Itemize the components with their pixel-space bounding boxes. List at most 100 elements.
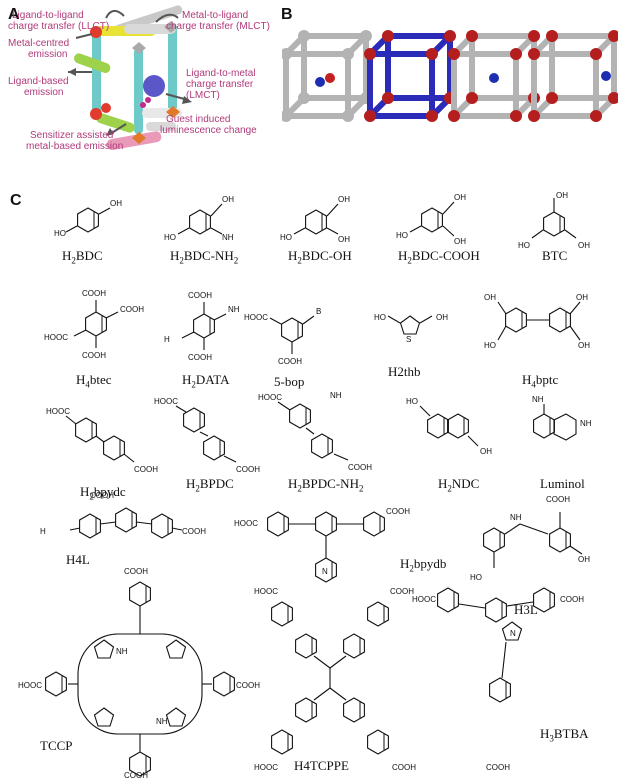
panel-a-cube-diagram: Ligand-to-ligand charge transfer (LLCT) … [8,5,270,152]
struct-h2bdc-nh2 [177,203,223,235]
label-h2bpydc: H2bpydc [80,484,126,502]
struct-h2bdc-cooh [409,201,455,237]
label-h4bptc: H4bptc [522,372,559,390]
svg-text:B: B [316,307,321,316]
svg-text:OH: OH [556,191,568,200]
struct-h2bpdc-nh2 [277,401,349,461]
annot-lmct-1: Ligand-to-metal [186,68,255,79]
svg-text:HOOC: HOOC [258,393,282,402]
label-h2data: H2DATA [182,372,230,390]
svg-text:COOH: COOH [82,351,106,360]
svg-text:COOH: COOH [546,495,570,504]
svg-text:OH: OH [338,195,350,204]
svg-text:COOH: COOH [182,527,206,536]
struct-luminol [533,404,577,441]
annot-lmct-2: charge transfer [186,79,254,90]
panel-letter-c: C [10,192,22,209]
cube-rods [73,5,183,151]
svg-text:HO: HO [54,229,66,238]
svg-text:COOH: COOH [486,763,510,772]
svg-text:HO: HO [470,573,482,582]
svg-text:COOH: COOH [120,305,144,314]
annot-lmct-3: (LMCT) [186,90,220,101]
annot-sens-1: Sensitizer assisted [30,130,113,141]
svg-text:OH: OH [578,341,590,350]
svg-text:COOH: COOH [82,289,106,298]
label-h2bpdc-nh2: H2BPDC-NH2 [288,476,364,494]
struct-h2ndc [419,405,479,447]
panel-a-annotations: Ligand-to-ligand charge transfer (LLCT) … [8,10,270,152]
svg-text:NH: NH [222,233,234,242]
svg-text:HOOC: HOOC [234,519,258,528]
svg-text:COOH: COOH [390,587,414,596]
svg-text:COOH: COOH [348,463,372,472]
svg-text:COOH: COOH [90,491,114,500]
label-h2ndc: H2NDC [438,476,480,494]
struct-btc [531,198,577,239]
struct-h2bpdc [175,405,237,463]
label-h4btec: H4btec [76,372,112,390]
struct-h4tcppe [271,601,389,755]
svg-text:H: H [40,527,46,536]
struct-h2bpydb [267,511,385,583]
struct-h2data [181,302,227,350]
svg-text:NH: NH [156,717,168,726]
cube-arrowheads [68,68,192,136]
svg-text:HOOC: HOOC [44,333,68,342]
annot-mc-1: Metal-centred [8,38,69,49]
svg-text:OH: OH [222,195,234,204]
svg-text:NH: NH [580,419,592,428]
svg-text:OH: OH [436,313,448,322]
atom-labels: HO OH HO OH NH HO OH OH HO OH OH OH HO O… [18,191,592,779]
svg-text:OH: OH [454,237,466,246]
svg-text:H: H [164,335,170,344]
struct-h2bdc [65,207,111,233]
annot-lb-1: Ligand-based [8,76,69,87]
svg-text:N: N [322,567,328,576]
annot-mc-2: emission [28,49,67,60]
lattice-2 [364,30,456,122]
svg-text:COOH: COOH [386,507,410,516]
svg-text:NH: NH [116,647,128,656]
svg-text:HO: HO [164,233,176,242]
svg-text:HOOC: HOOC [412,595,436,604]
svg-text:NH: NH [330,391,342,400]
svg-text:HOOC: HOOC [254,587,278,596]
annot-lb-2: emission [24,87,63,98]
panel-b-lattices [282,30,618,122]
svg-text:OH: OH [480,447,492,456]
svg-text:COOH: COOH [124,567,148,576]
lattice-4 [528,30,618,122]
svg-text:HOOC: HOOC [18,681,42,690]
annot-guest-2: luminescence change [160,125,257,136]
label-h2bdc-oh: H2BDC-OH [288,248,352,266]
label-h3l: H3L [514,602,538,617]
annot-llct-1: Ligand-to-ligand [12,10,84,21]
svg-text:COOH: COOH [278,357,302,366]
label-btc: BTC [542,248,568,263]
svg-text:OH: OH [454,193,466,202]
label-h4tcppe: H4TCPPE [294,758,349,773]
svg-text:OH: OH [110,199,122,208]
svg-text:NH: NH [228,305,240,314]
label-h4l: H4L [66,552,90,567]
svg-text:HOOC: HOOC [254,763,278,772]
svg-text:COOH: COOH [392,763,416,772]
svg-text:HO: HO [518,241,530,250]
svg-text:N: N [510,629,516,638]
annot-llct-2: charge transfer (LLCT) [8,21,109,32]
lattice-3 [448,30,540,122]
struct-h3l [483,512,583,568]
svg-text:S: S [406,335,411,344]
svg-text:OH: OH [484,293,496,302]
label-h2bpdc: H2BPDC [186,476,234,494]
annot-mlct-2: charge transfer (MLCT) [166,21,270,32]
svg-text:COOH: COOH [236,465,260,474]
svg-text:HO: HO [406,397,418,406]
struct-5bop [269,315,315,354]
label-h2bdc-nh2: H2BDC-NH2 [170,248,239,266]
svg-text:OH: OH [338,235,350,244]
label-5bop: 5-bop [274,374,305,389]
struct-h2bpydc [65,415,135,463]
label-h2thb: H2thb [388,364,421,379]
